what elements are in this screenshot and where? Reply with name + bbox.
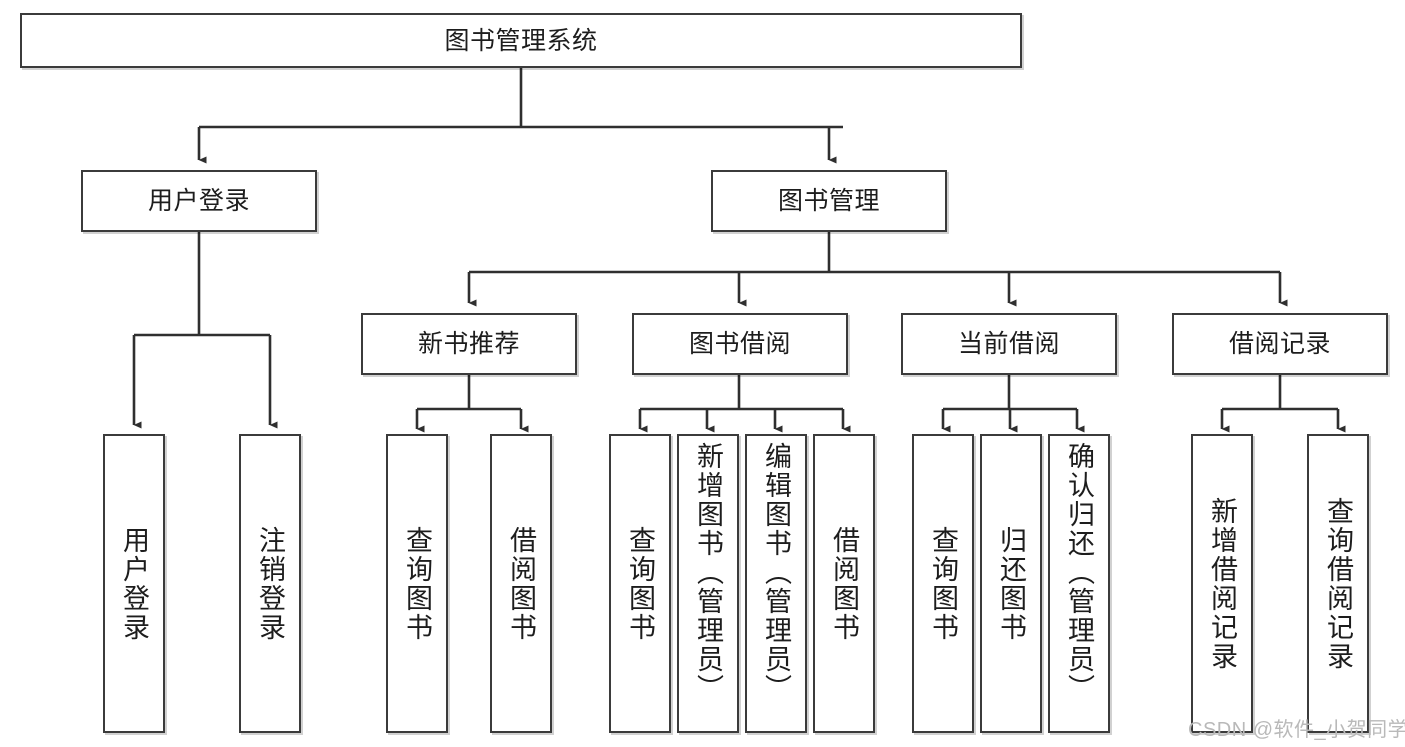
leaf-current-query-book[interactable]: 查询图书 [912,434,974,733]
node-book-management[interactable]: 图书管理 [711,170,947,232]
leaf-borrow-add-book-admin[interactable]: 新增图书（管理员） [677,434,739,733]
node-label: 归还图书 [996,525,1027,642]
node-user-login[interactable]: 用户登录 [81,170,317,232]
node-label: 新增借阅记录 [1207,496,1238,671]
node-label: 图书管理 [777,187,880,215]
node-label: 查询图书 [928,525,959,642]
node-new-book-recommendation[interactable]: 新书推荐 [361,313,577,375]
node-label: 借阅图书 [829,525,860,642]
leaf-record-query-record[interactable]: 查询借阅记录 [1307,434,1369,733]
node-label: 用户登录 [119,525,150,642]
node-label: 查询图书 [402,525,433,642]
node-label: 用户登录 [147,187,250,215]
node-borrowing-records[interactable]: 借阅记录 [1172,313,1388,375]
node-label: 查询借阅记录 [1323,496,1354,671]
csdn-watermark: CSDN @软件_小贺同学 [1188,719,1405,741]
leaf-borrow-borrow-book[interactable]: 借阅图书 [813,434,875,733]
leaf-user-login-signout[interactable]: 注销登录 [239,434,301,733]
leaf-record-add-record[interactable]: 新增借阅记录 [1191,434,1253,733]
node-book-borrowing[interactable]: 图书借阅 [632,313,848,375]
node-label: 图书管理系统 [444,26,598,55]
node-label: 新书推荐 [417,330,520,358]
leaf-newbook-borrow-book[interactable]: 借阅图书 [490,434,552,733]
node-label: 查询图书 [625,525,656,642]
node-label: 借阅图书 [506,525,537,642]
node-label: 借阅记录 [1228,330,1331,358]
node-library-management-system[interactable]: 图书管理系统 [20,13,1022,68]
node-current-borrowing[interactable]: 当前借阅 [901,313,1117,375]
leaf-current-return-book[interactable]: 归还图书 [980,434,1042,733]
node-label: 当前借阅 [957,330,1060,358]
leaf-borrow-query-book[interactable]: 查询图书 [609,434,671,733]
node-label: 确认归还（管理员） [1064,442,1095,703]
node-label: 图书借阅 [688,330,791,358]
leaf-borrow-edit-book-admin[interactable]: 编辑图书（管理员） [745,434,807,733]
node-label: 注销登录 [255,525,286,642]
node-label: 新增图书（管理员） [693,442,724,703]
leaf-current-confirm-return-admin[interactable]: 确认归还（管理员） [1048,434,1110,733]
node-label: 编辑图书（管理员） [761,442,792,703]
leaf-user-login-signin[interactable]: 用户登录 [103,434,165,733]
leaf-newbook-query-book[interactable]: 查询图书 [386,434,448,733]
